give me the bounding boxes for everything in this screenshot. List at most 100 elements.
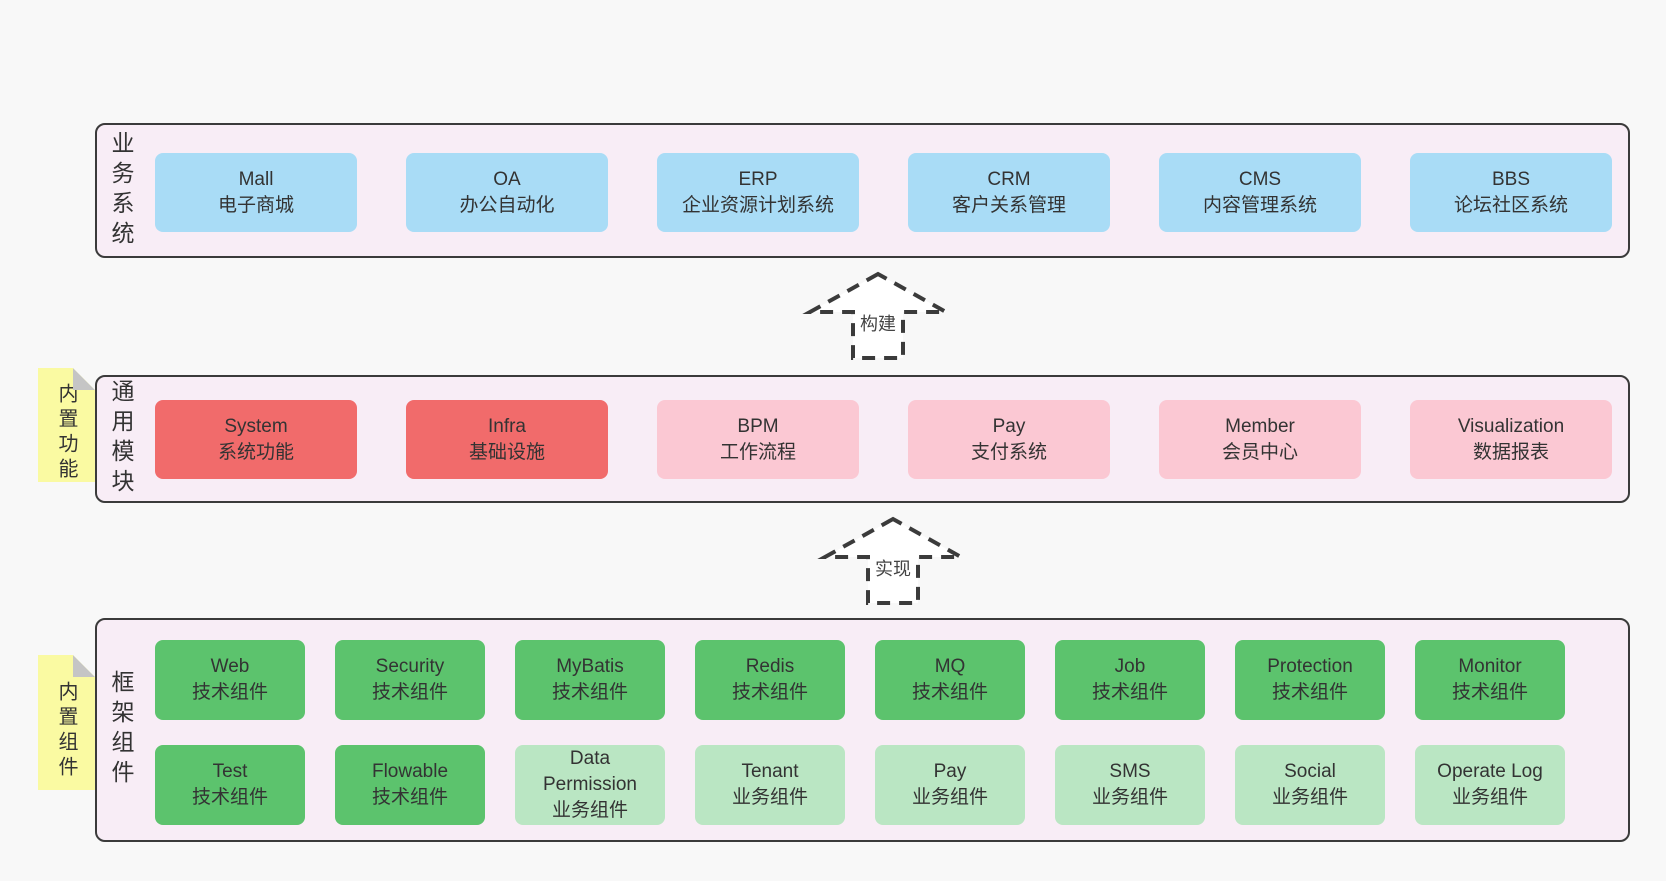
- module-desc: 技术组件: [731, 682, 808, 703]
- implement-arrow-icon: 实现: [817, 516, 969, 605]
- module-desc: 技术组件: [1271, 682, 1348, 703]
- module-box: Protection 技术组件: [1235, 640, 1385, 720]
- module-desc: 技术组件: [551, 682, 628, 703]
- module-desc: 业务组件: [731, 787, 808, 808]
- panel-components-label: 框架组件: [108, 670, 134, 790]
- components-row-1: Web 技术组件 Security 技术组件 MyBatis 技术组件 Redi…: [155, 640, 1565, 720]
- module-name: Protection: [1267, 656, 1353, 677]
- panel-business-systems: 业务系统 Mall 电子商城 OA 办公自动化 ERP 企业资源计划系统 CRM…: [95, 123, 1630, 258]
- module-desc: 电子商城: [217, 194, 294, 216]
- module-desc: 业务组件: [911, 787, 988, 808]
- components-row-2: Test 技术组件 Flowable 技术组件 Data Permission …: [155, 745, 1565, 825]
- module-name: Security: [375, 656, 445, 677]
- module-desc: 数据报表: [1472, 441, 1549, 463]
- module-box: CMS 内容管理系统: [1159, 153, 1361, 232]
- module-box: Monitor 技术组件: [1415, 640, 1565, 720]
- module-desc: 内容管理系统: [1202, 194, 1317, 216]
- module-desc: 技术组件: [371, 682, 448, 703]
- business-row: Mall 电子商城 OA 办公自动化 ERP 企业资源计划系统 CRM 客户关系…: [155, 153, 1612, 232]
- module-box: Mall 电子商城: [155, 153, 357, 232]
- module-desc: 技术组件: [1451, 682, 1528, 703]
- module-name: System: [224, 415, 288, 437]
- module-box: Pay 支付系统: [908, 400, 1110, 479]
- panel-modules-label: 通用模块: [108, 379, 134, 499]
- module-name: Pay: [933, 761, 967, 782]
- module-box: Tenant 业务组件: [695, 745, 845, 825]
- module-name: CMS: [1238, 168, 1282, 190]
- module-name: Operate Log: [1437, 761, 1543, 782]
- folded-corner-icon: [73, 655, 95, 677]
- module-box: Visualization 数据报表: [1410, 400, 1612, 479]
- module-name: Redis: [745, 656, 795, 677]
- module-name: SMS: [1109, 761, 1151, 782]
- module-box: Infra 基础设施: [406, 400, 608, 479]
- panel-business-label: 业务系统: [108, 130, 134, 251]
- panel-framework-components: 框架组件 Web 技术组件 Security 技术组件 MyBatis 技术组件…: [95, 618, 1630, 842]
- module-desc: 支付系统: [970, 441, 1047, 463]
- module-name: Infra: [487, 415, 527, 437]
- module-desc: 技术组件: [1091, 682, 1168, 703]
- tag-builtin-features-label: 内置功能: [55, 383, 77, 483]
- tag-builtin-features: 内置功能: [38, 368, 95, 482]
- build-arrow-label: 构建: [860, 314, 896, 334]
- module-box: Member 会员中心: [1159, 400, 1361, 479]
- module-box: Data Permission 业务组件: [515, 745, 665, 825]
- module-desc: 业务组件: [551, 800, 628, 821]
- modules-row: System 系统功能 Infra 基础设施 BPM 工作流程 Pay 支付系统…: [155, 400, 1612, 479]
- module-desc: 会员中心: [1221, 441, 1298, 463]
- module-desc: 技术组件: [371, 787, 448, 808]
- module-name: Mall: [238, 168, 274, 190]
- module-name: Data Permission: [543, 748, 637, 795]
- module-desc: 业务组件: [1091, 787, 1168, 808]
- module-desc: 技术组件: [191, 787, 268, 808]
- module-box: Test 技术组件: [155, 745, 305, 825]
- module-box: CRM 客户关系管理: [908, 153, 1110, 232]
- module-desc: 系统功能: [217, 441, 294, 463]
- module-name: Pay: [992, 415, 1026, 437]
- module-box: Social 业务组件: [1235, 745, 1385, 825]
- module-name: Member: [1225, 415, 1295, 437]
- module-desc: 基础设施: [468, 441, 545, 463]
- module-box: BBS 论坛社区系统: [1410, 153, 1612, 232]
- module-name: MQ: [934, 656, 966, 677]
- module-box: ERP 企业资源计划系统: [657, 153, 859, 232]
- module-desc: 客户关系管理: [951, 194, 1066, 216]
- module-box: Security 技术组件: [335, 640, 485, 720]
- module-box: Job 技术组件: [1055, 640, 1205, 720]
- module-name: BBS: [1491, 168, 1531, 190]
- panel-common-modules: 通用模块 System 系统功能 Infra 基础设施 BPM 工作流程 Pay…: [95, 375, 1630, 503]
- module-desc: 论坛社区系统: [1453, 194, 1568, 216]
- module-name: Visualization: [1457, 415, 1565, 437]
- tag-builtin-components-label: 内置组件: [55, 680, 77, 781]
- tag-builtin-components: 内置组件: [38, 655, 95, 790]
- module-name: CRM: [987, 168, 1031, 190]
- module-box: Pay 业务组件: [875, 745, 1025, 825]
- module-box: BPM 工作流程: [657, 400, 859, 479]
- module-name: OA: [493, 168, 521, 190]
- module-name: MyBatis: [556, 656, 624, 677]
- module-name: Test: [212, 761, 248, 782]
- module-name: BPM: [737, 415, 779, 437]
- module-box: MQ 技术组件: [875, 640, 1025, 720]
- module-box: Web 技术组件: [155, 640, 305, 720]
- module-box: Flowable 技术组件: [335, 745, 485, 825]
- module-name: ERP: [738, 168, 778, 190]
- module-box: Operate Log 业务组件: [1415, 745, 1565, 825]
- module-box: OA 办公自动化: [406, 153, 608, 232]
- module-name: Job: [1114, 656, 1146, 677]
- module-desc: 办公自动化: [459, 194, 555, 216]
- module-name: Tenant: [741, 761, 799, 782]
- module-desc: 业务组件: [1451, 787, 1528, 808]
- module-name: Flowable: [371, 761, 449, 782]
- module-box: Redis 技术组件: [695, 640, 845, 720]
- module-desc: 工作流程: [719, 441, 796, 463]
- module-name: Social: [1284, 761, 1336, 782]
- module-box: SMS 业务组件: [1055, 745, 1205, 825]
- module-name: Monitor: [1458, 656, 1522, 677]
- build-arrow-icon: 构建: [802, 271, 954, 360]
- module-desc: 技术组件: [191, 682, 268, 703]
- module-name: Web: [210, 656, 250, 677]
- module-desc: 技术组件: [911, 682, 988, 703]
- module-box: System 系统功能: [155, 400, 357, 479]
